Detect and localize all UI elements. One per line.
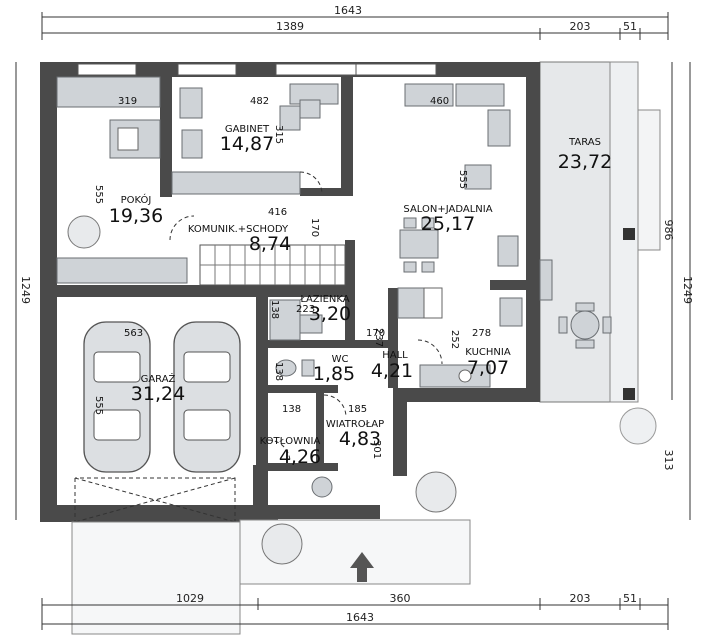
dim-right-b: 1249	[681, 276, 694, 304]
room-label-hall: HALL	[382, 350, 408, 361]
room-area-gabinet: 14,87	[220, 133, 274, 155]
stairs	[199, 244, 346, 286]
room-label-lazienka: ŁAZIENKA	[299, 294, 349, 305]
room-label-wiatrolap: WIATROŁAP	[326, 419, 384, 430]
room-label-gabinet: GABINET	[225, 124, 270, 135]
room-area-komunik: 8,74	[249, 233, 291, 255]
room-area-wc: 1,85	[313, 363, 355, 385]
room-dimension-labels: 319 555 482 315 460 555 416 170 563 555 …	[93, 96, 491, 459]
room-area-hall: 4,21	[371, 360, 413, 382]
right-dimension-lines: 986 1249 313	[662, 62, 694, 520]
room-area-garaz: 31,24	[131, 383, 185, 405]
room-area-wiatrolap: 4,83	[339, 428, 381, 450]
dim-gabinet-h: 315	[273, 125, 284, 144]
room-label-komunik: KOMUNIK.+SCHODY	[188, 224, 289, 235]
room-label-taras: TARAS	[568, 137, 601, 148]
dim-wc-h: 138	[273, 362, 284, 381]
dim-top-overall: 1643	[334, 4, 362, 17]
dim-hall-h: 237	[373, 328, 384, 347]
living-furniture	[399, 83, 553, 301]
entrance-arrow	[350, 552, 374, 582]
dim-kuchnia-w: 278	[472, 328, 491, 339]
dim-bottom-mid: 360	[390, 592, 411, 605]
left-dimension-line: 1249	[15, 62, 32, 520]
office-furniture	[171, 83, 339, 195]
room-labels: TARAS 23,72 GABINET 14,87 POKÓJ 19,36 SA…	[109, 124, 612, 468]
room-label-garaz: GARAŻ	[141, 372, 176, 385]
room-label-pokoj: POKÓJ	[121, 193, 152, 206]
dim-hall-w: 170	[366, 328, 385, 339]
dim-komunik-w: 416	[268, 207, 287, 218]
room-label-wc: WC	[332, 354, 349, 365]
dim-top-inner: 1389	[276, 20, 304, 33]
bathroom-fixtures	[269, 299, 333, 498]
dim-kuchnia-h: 252	[449, 330, 460, 349]
dim-top-right-b: 51	[623, 20, 637, 33]
kitchen-furniture	[397, 287, 523, 388]
interior-walls	[57, 77, 526, 505]
plants	[67, 215, 657, 565]
dim-pokoj-h: 555	[93, 185, 104, 204]
dim-bottom-overall: 1643	[346, 611, 374, 624]
dim-bottom-garage: 1029	[176, 592, 204, 605]
room-area-taras: 23,72	[558, 151, 612, 173]
bottom-dimension-lines: 1029 360 203 51 1643	[41, 592, 669, 630]
dim-garaz-w: 563	[124, 328, 143, 339]
dim-bottom-right-b: 51	[623, 592, 637, 605]
garage-cars	[74, 321, 241, 523]
dim-pokoj-w: 319	[118, 96, 137, 107]
dim-wiatrolap-w: 185	[348, 404, 367, 415]
dim-kotlownia-h: 138	[282, 404, 301, 415]
dim-left-height: 1249	[19, 276, 32, 304]
room-label-salon: SALON+JADALNIA	[403, 204, 492, 215]
dim-top-right-a: 203	[570, 20, 591, 33]
room-label-kuchnia: KUCHNIA	[465, 347, 511, 358]
dim-wiatrolap-h: 301	[371, 440, 382, 459]
terrace	[539, 61, 661, 403]
room-area-lazienka: 3,20	[309, 303, 351, 325]
room-label-kotlownia: KOTŁOWNIA	[260, 436, 321, 447]
dim-gabinet-w: 482	[250, 96, 269, 107]
dim-salon-w: 460	[430, 96, 449, 107]
outer-walls	[40, 62, 540, 522]
room-furniture	[56, 76, 188, 284]
dim-bottom-right-a: 203	[570, 592, 591, 605]
dim-komunik-h: 170	[309, 218, 320, 237]
top-dimension-lines: 1643 1389 203 51	[41, 4, 669, 40]
room-area-kotlownia: 4,26	[279, 446, 321, 468]
room-area-salon: 25,17	[421, 213, 475, 235]
dim-salon-h: 555	[457, 170, 468, 189]
dim-right-lower: 313	[662, 450, 675, 471]
room-area-pokoj: 19,36	[109, 205, 163, 227]
door-swings	[169, 171, 443, 463]
dim-lazienka-w: 223	[296, 304, 315, 315]
dim-lazienka-h: 138	[269, 300, 280, 319]
dim-garaz-h: 555	[93, 396, 104, 415]
top-windows	[77, 63, 437, 76]
room-area-kuchnia: 7,07	[467, 357, 509, 379]
dim-right-a: 986	[662, 220, 675, 241]
